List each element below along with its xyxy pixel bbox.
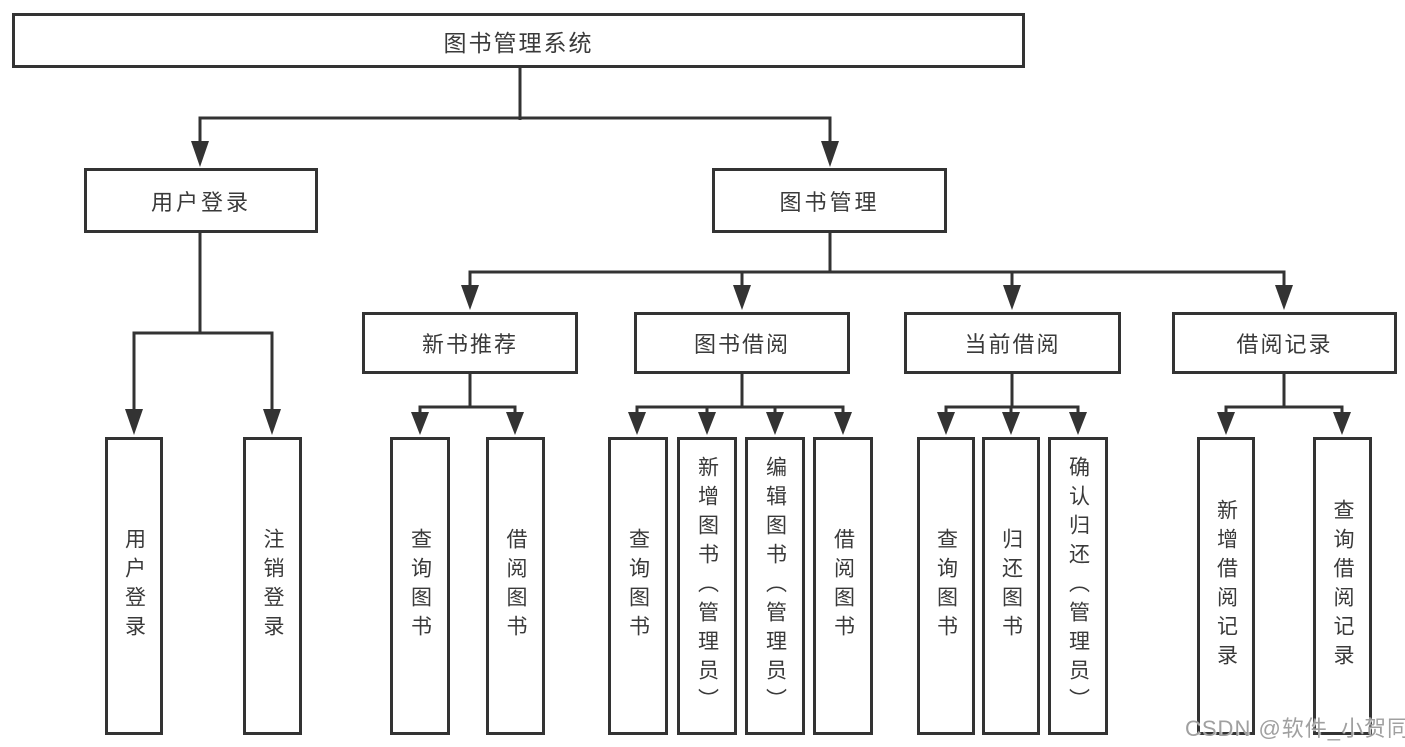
leaf-query-borrow-record: 查询借阅记录	[1313, 437, 1372, 735]
leaf-label: 确认归还（管理员）	[1066, 455, 1090, 717]
node-book-borrowing: 图书借阅	[634, 312, 850, 374]
leaf-borrow-books-borrowing: 借阅图书	[813, 437, 873, 735]
leaf-label: 借阅图书	[504, 528, 527, 644]
leaf-query-books-current: 查询图书	[917, 437, 975, 735]
node-label: 新书推荐	[421, 332, 518, 357]
node-label: 图书借阅	[693, 332, 790, 357]
leaf-label: 注销登录	[261, 528, 284, 644]
leaf-label: 查询借阅记录	[1331, 499, 1354, 673]
node-label: 当前借阅	[964, 332, 1061, 357]
leaf-return-books: 归还图书	[982, 437, 1040, 735]
node-label: 用户登录	[150, 189, 251, 215]
leaf-label: 新增图书（管理员）	[695, 455, 719, 717]
connector-path	[132, 66, 1344, 414]
node-new-book-recommendation: 新书推荐	[362, 312, 578, 374]
node-label: 图书管理	[779, 189, 880, 215]
leaf-query-books-recommend: 查询图书	[390, 437, 450, 735]
leaf-add-borrow-record: 新增借阅记录	[1197, 437, 1255, 735]
node-library-management-system: 图书管理系统	[12, 13, 1025, 68]
node-label: 借阅记录	[1236, 332, 1333, 357]
node-borrowing-records: 借阅记录	[1172, 312, 1397, 374]
node-current-borrowing: 当前借阅	[904, 312, 1121, 374]
node-user-login: 用户登录	[84, 168, 318, 233]
leaf-user-login: 用户登录	[105, 437, 163, 735]
leaf-logout: 注销登录	[243, 437, 302, 735]
node-book-management: 图书管理	[712, 168, 947, 233]
node-label: 图书管理系统	[443, 29, 594, 56]
arrowheads	[125, 141, 1351, 435]
leaf-label: 新增借阅记录	[1214, 499, 1238, 673]
leaf-confirm-return-admin: 确认归还（管理员）	[1048, 437, 1108, 735]
csdn-watermark: CSDN @软件_小贺同学	[1185, 716, 1405, 741]
leaf-label: 用户登录	[122, 528, 146, 644]
leaf-borrow-books-recommend: 借阅图书	[486, 437, 545, 735]
leaf-label: 编辑图书（管理员）	[763, 455, 787, 717]
leaf-label: 查询图书	[934, 528, 958, 644]
leaf-label: 查询图书	[408, 528, 432, 644]
leaf-query-books-borrowing: 查询图书	[608, 437, 668, 735]
leaf-label: 借阅图书	[831, 528, 855, 644]
leaf-label: 归还图书	[999, 528, 1023, 644]
leaf-edit-books-admin: 编辑图书（管理员）	[745, 437, 805, 735]
leaf-label: 查询图书	[626, 528, 650, 644]
leaf-add-books-admin: 新增图书（管理员）	[677, 437, 737, 735]
